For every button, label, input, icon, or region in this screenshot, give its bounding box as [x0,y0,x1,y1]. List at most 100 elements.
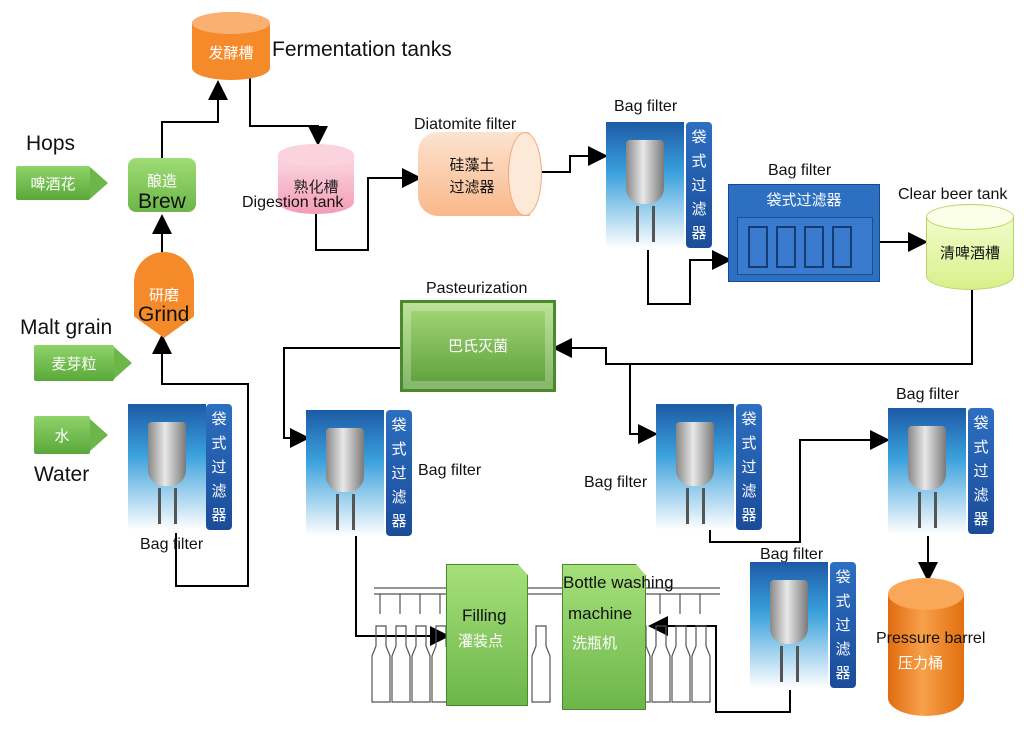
leg [796,646,799,682]
bag-filter-tag: 袋式过滤器 [968,408,994,534]
tag-char: 器 [973,510,989,528]
brew-box [128,158,196,212]
bottle-washing-machine [562,564,646,710]
washing-label-1: Bottle washing [563,573,674,592]
tag-char: 袋 [211,410,227,428]
tag-char: 器 [391,512,407,530]
bag-filter-tag: 袋式过滤器 [206,404,232,530]
malt-label: Malt grain [20,316,113,339]
tag-char: 滤 [741,482,757,500]
leg [636,206,639,242]
malt-box: 麦芽粒 [34,345,114,381]
bag-filter-3-label: Bag filter [418,462,482,479]
bottling-line [371,587,720,703]
leg [336,494,339,530]
slot [804,226,824,268]
tag-char: 过 [741,458,757,476]
brew-label: Brew [138,190,186,213]
hops-box: 啤酒花 [16,166,90,200]
leg [780,646,783,682]
tag-char: 式 [211,434,227,452]
tag-char: 过 [973,462,989,480]
filter-body [737,217,873,275]
tag-char: 滤 [391,488,407,506]
tag-char: 袋 [741,410,757,428]
leg [934,492,937,528]
tag-char: 滤 [691,200,707,218]
malt-zh: 麦芽粒 [51,354,97,373]
bag-filter-tag: 袋式过滤器 [686,122,712,248]
leg [158,488,161,524]
grind-label: Grind [138,303,190,326]
leg [652,206,655,242]
bag-filter-tag: 袋式过滤器 [830,562,856,688]
digestion-tank: 熟化槽 [278,144,354,214]
tag-char: 式 [973,438,989,456]
slot [748,226,768,268]
filter-vessel-icon [908,426,946,490]
hops-label: Hops [26,132,76,155]
pressure-barrel-top [888,578,964,610]
bag-filter-tag: 袋式过滤器 [386,410,412,536]
pasteurization-zh: 巴氏灭菌 [447,337,508,355]
water-arrow-icon [90,419,108,451]
slot [832,226,852,268]
tag-char: 式 [741,434,757,452]
grind-zh: 研磨 [148,286,179,304]
tag-char: 过 [211,458,227,476]
tag-char: 器 [835,664,851,682]
tag-char: 袋 [391,416,407,434]
diatomite-label: Diatomite filter [414,116,517,133]
hops-arrow-icon [90,167,108,199]
bag-filter-6-label: Bag filter [760,546,824,563]
hops-zh: 啤酒花 [30,174,76,193]
clear-beer-zh: 清啤酒槽 [939,244,1000,262]
bag-filter-2-label: Bag filter [614,98,678,115]
washing-zh: 洗瓶机 [572,634,618,652]
filter-vessel-icon [148,422,186,486]
bag-filter-4-label: Bag filter [584,474,648,491]
tag-char: 滤 [211,482,227,500]
tag-char: 滤 [835,640,851,658]
tag-char: 式 [691,152,707,170]
tag-char: 式 [835,592,851,610]
tag-char: 器 [211,506,227,524]
malt-arrow-icon [114,347,132,379]
bag-filter-horizontal: 袋式过滤器 [728,184,880,282]
tag-char: 袋 [691,128,707,146]
clear-beer-tank: 清啤酒槽 [926,204,1014,290]
bag-filter-tag: 袋式过滤器 [736,404,762,530]
diatomite-zh1: 硅藻土 [449,156,495,174]
tag-char: 滤 [973,486,989,504]
grind-box [134,252,194,338]
bag-filter-h-label: Bag filter [768,162,832,179]
digestion-zh: 熟化槽 [293,178,339,196]
fermentation-label: Fermentation tanks [272,38,452,61]
diatomite-filter: 硅藻土 过滤器 [418,132,542,216]
tag-char: 式 [391,440,407,458]
brew-zh: 酿造 [146,172,177,190]
pressure-zh: 压力桶 [898,654,944,672]
bag-filter-h-zh: 袋式过滤器 [766,191,842,209]
tag-char: 袋 [835,568,851,586]
slot [776,226,796,268]
tag-char: 过 [391,464,407,482]
leg [174,488,177,524]
filter-vessel-icon [770,580,808,644]
diatomite-zh2: 过滤器 [449,178,495,196]
filter-vessel-icon [626,140,664,204]
fermentation-zh: 发酵槽 [208,44,254,62]
tag-char: 器 [691,224,707,242]
pasteurization-box: 巴氏灭菌 [400,300,556,392]
tag-char: 袋 [973,414,989,432]
water-zh: 水 [54,426,70,445]
filling-zh: 灌装点 [458,632,504,650]
leg [686,488,689,524]
filter-vessel-icon [326,428,364,492]
pasteurization-label: Pasteurization [426,280,528,297]
fermentation-tank: 发酵槽 [192,12,270,80]
water-label: Water [34,463,90,486]
filling-label: Filling [462,606,507,625]
filling-station [446,564,528,706]
digestion-label: Digestion tank [242,194,344,211]
